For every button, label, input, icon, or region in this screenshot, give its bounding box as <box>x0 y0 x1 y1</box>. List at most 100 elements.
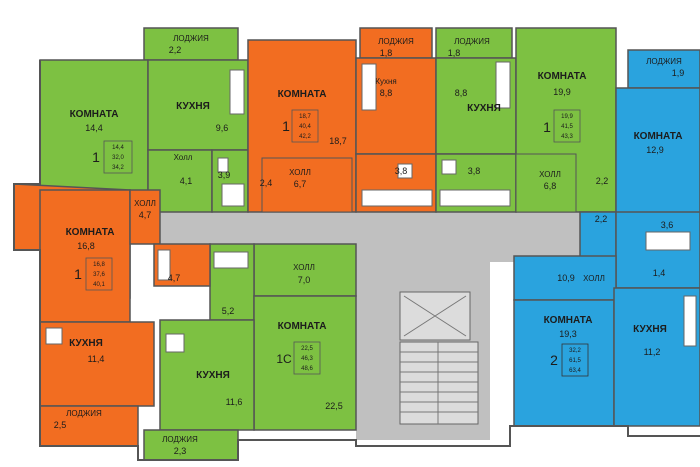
u4-wc-area: 1,4 <box>653 268 666 278</box>
u2-room-label: КОМНАТА <box>278 89 327 100</box>
u4-summary-living: 32,2 <box>569 348 581 354</box>
u4-bathtub-icon <box>645 231 691 251</box>
u1-summary-total: 32,0 <box>112 155 124 161</box>
elevator-cross <box>403 295 467 337</box>
u1-stove-icon <box>229 69 245 115</box>
unit-6: ХОЛЛ 4,7 КОМНАТА 16,8 4,7 КУХНЯ 11,4 ЛОД… <box>13 183 211 447</box>
u2-loggia-label: ЛОДЖИЯ <box>378 37 414 46</box>
u5-summary-living: 22,5 <box>301 346 313 352</box>
u1-room-count: 1 <box>92 149 100 165</box>
u5-kitchen-area: 11,6 <box>226 397 243 407</box>
u4-summary-total: 61,5 <box>569 358 581 364</box>
outer-wall <box>13 60 700 461</box>
u1-hall-label: Холл <box>174 153 193 162</box>
u1-summary-box <box>103 140 133 174</box>
u6-room-count: 1 <box>74 266 82 282</box>
u6-hall-label: ХОЛЛ <box>134 199 156 208</box>
u1-toilet-icon <box>217 157 229 173</box>
u4-hall <box>513 255 617 301</box>
u3-hall-area: 6,8 <box>544 181 557 191</box>
u2-summary-box <box>291 109 319 143</box>
u4-room-large-label: КОМНАТА <box>544 315 593 326</box>
u5-bath-area: 5,2 <box>222 306 235 316</box>
u1-loggia-label: ЛОДЖИЯ <box>173 34 209 43</box>
u4-loggia-label: ЛОДЖИЯ <box>646 57 682 66</box>
u6-kitchen-area: 11,4 <box>88 354 105 364</box>
u4-room-count: 2 <box>550 352 558 368</box>
u2-kitchen-label: Кухня <box>375 77 396 86</box>
u2-stove-icon <box>361 63 377 111</box>
unit-1: ЛОДЖИЯ 2,2 КОМНАТА 14,4 КУХНЯ 9,6 Холл 4… <box>39 27 249 213</box>
u3-summary-box <box>553 109 581 143</box>
u4-room-small-label: КОМНАТА <box>634 131 683 142</box>
u5-summary-total: 46,3 <box>301 356 313 362</box>
u1-bath-area: 3,9 <box>218 170 231 180</box>
u4-room-large <box>513 299 615 427</box>
u5-stove-icon <box>165 333 185 353</box>
unit-2: КОМНАТА 18,7 ХОЛЛ 6,7 2,4 ЛОДЖИЯ 1,8 Кух… <box>247 27 437 213</box>
u1-room-label: КОМНАТА <box>70 109 119 120</box>
u3-sink-icon <box>441 159 457 175</box>
u6-bathtub-icon <box>157 249 171 281</box>
u3-kitchen-area: 8,8 <box>455 88 468 98</box>
u3-summary-total: 41,5 <box>561 124 573 130</box>
u2-bathtub-icon <box>361 189 433 207</box>
u3-summary-with-loggia: 43,3 <box>561 134 573 140</box>
u2-bath-area: 3,8 <box>395 166 408 176</box>
u5-loggia-label: ЛОДЖИЯ <box>162 435 198 444</box>
u5-summary-with-loggia: 48,6 <box>301 366 313 372</box>
u4-hall-label: ХОЛЛ <box>583 274 605 283</box>
u3-bath-area: 3,8 <box>468 166 481 176</box>
u4-loggia-area: 1,9 <box>672 68 685 78</box>
u6-room-area: 16,8 <box>77 241 95 251</box>
u3-room-label: КОМНАТА <box>538 71 587 82</box>
u1-bathtub-icon <box>221 183 245 207</box>
u3-loggia-area: 1,8 <box>448 48 461 58</box>
u2-entry-area: 2,4 <box>260 178 273 188</box>
u5-summary-box <box>293 341 321 375</box>
u6-loggia-area: 2,5 <box>54 420 67 430</box>
u5-bathtub-icon <box>213 251 249 269</box>
u1-room-area: 14,4 <box>85 123 103 133</box>
u4-kitchen-area: 11,2 <box>644 347 661 357</box>
u2-room-area: 18,7 <box>329 136 347 146</box>
u3-room-count: 1 <box>543 119 551 135</box>
u3-bathtub-icon <box>439 189 511 207</box>
u3-hall-label: ХОЛЛ <box>539 170 561 179</box>
corridor-core <box>160 212 580 440</box>
u4-stove-icon <box>683 295 697 347</box>
u4-hall-area: 10,9 <box>557 273 575 283</box>
u6-summary-living: 16,8 <box>93 262 105 268</box>
u6-room-label: КОМНАТА <box>66 227 115 238</box>
u6-kitchen-label: КУХНЯ <box>69 338 103 349</box>
u2-loggia <box>359 27 433 59</box>
u5-loggia-area: 2,3 <box>174 446 187 456</box>
u1-kitchen-area: 9,6 <box>216 123 229 133</box>
u5-room-count: 1C <box>276 352 292 366</box>
u4-kitchen-label: КУХНЯ <box>633 324 667 335</box>
u5-hall-label: ХОЛЛ <box>293 263 315 272</box>
unit-5: ХОЛЛ 7,0 КОМНАТА 22,5 5,2 КУХНЯ 11,6 ЛОД… <box>143 243 357 461</box>
u2-hall-area: 6,7 <box>294 179 307 189</box>
u5-room-area: 22,5 <box>325 401 343 411</box>
unit-3: ЛОДЖИЯ 1,8 КОМНАТА 19,9 КУХНЯ 8,8 ХОЛЛ 6… <box>435 27 617 213</box>
u5-kitchen-label: КУХНЯ <box>196 370 230 381</box>
stairwell <box>399 341 479 425</box>
u6-stove-icon <box>45 327 63 345</box>
u6-hall <box>129 189 161 245</box>
u1-summary-living: 14,4 <box>112 145 124 151</box>
u5-room <box>253 295 357 431</box>
u4-bath-area: 3,6 <box>661 220 674 230</box>
u4-summary-with-loggia: 63,4 <box>569 368 581 374</box>
unit-4: ЛОДЖИЯ 1,9 КОМНАТА 12,9 3,6 2,2 1,4 10,9… <box>513 49 700 427</box>
u4-storage <box>579 211 617 261</box>
u2-hall-label: ХОЛЛ <box>289 168 311 177</box>
u2-summary-with-loggia: 42,2 <box>299 134 311 140</box>
u4-room-small-area: 12,9 <box>646 145 664 155</box>
u6-room <box>39 189 131 323</box>
u2-loggia-area: 1,8 <box>380 48 393 58</box>
u1-loggia-area: 2,2 <box>169 45 182 55</box>
u4-room-large-area: 19,3 <box>559 329 577 339</box>
u6-summary-total: 37,6 <box>93 272 105 278</box>
